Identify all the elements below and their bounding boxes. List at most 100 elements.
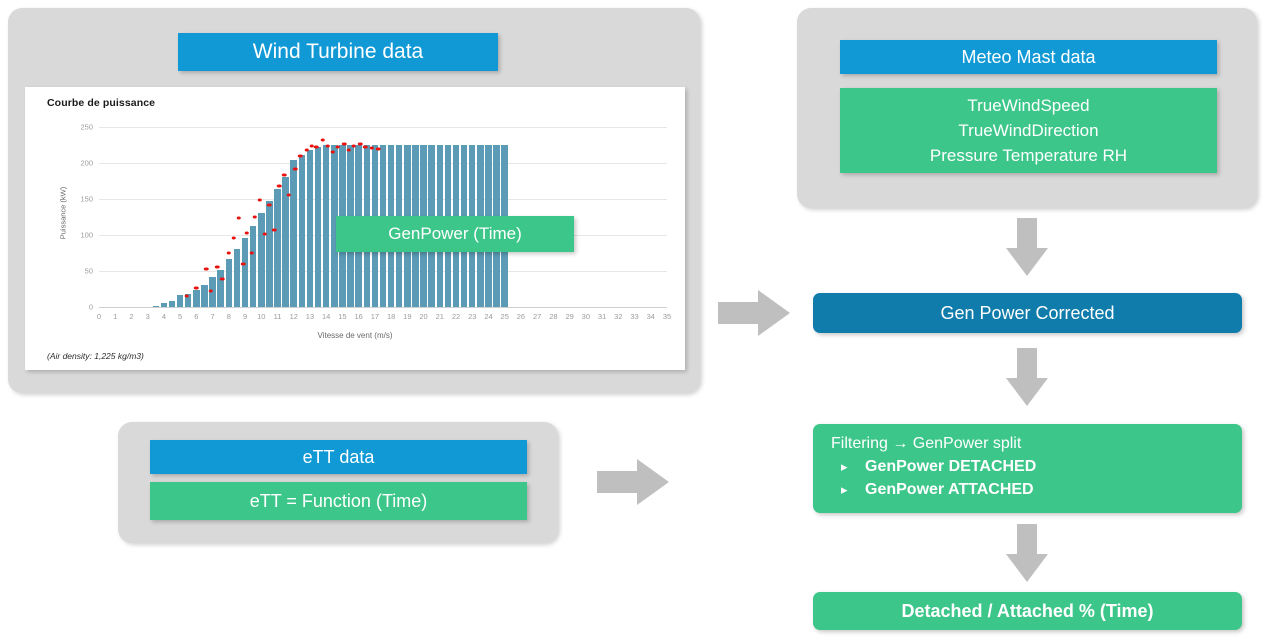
chart-y-tick-label: 0 bbox=[88, 302, 93, 312]
chart-x-tick-label: 27 bbox=[532, 312, 542, 321]
chart-bar bbox=[290, 159, 297, 307]
chart-x-tick-label: 1 bbox=[113, 312, 118, 321]
chart-bar bbox=[185, 294, 192, 307]
filtering-item-detached: ▸ GenPower DETACHED bbox=[841, 455, 1242, 478]
gen-power-corrected-box: Gen Power Corrected bbox=[813, 293, 1242, 333]
chart-x-tick-label: 26 bbox=[516, 312, 526, 321]
chart-scatter-point bbox=[236, 216, 241, 220]
chart-scatter-point bbox=[215, 265, 220, 269]
chart-scatter-point bbox=[309, 144, 314, 148]
chart-title: Courbe de puissance bbox=[47, 97, 156, 109]
chart-scatter-point bbox=[262, 232, 267, 236]
chart-bar bbox=[217, 269, 224, 307]
chart-bar bbox=[249, 225, 257, 307]
chart-y-tick-label: 100 bbox=[80, 230, 93, 240]
arrow-head bbox=[1006, 554, 1048, 582]
chart-scatter-point bbox=[244, 231, 249, 235]
chart-x-tick-label: 13 bbox=[305, 312, 315, 321]
arrow-head bbox=[1006, 378, 1048, 406]
chart-x-tick-label: 31 bbox=[597, 312, 607, 321]
chart-scatter-point bbox=[257, 198, 262, 202]
chart-scatter-point bbox=[272, 228, 277, 232]
meteo-mast-variables-box: TrueWindSpeed TrueWindDirection Pressure… bbox=[840, 88, 1217, 173]
arrow-down-icon-meteo-to-genpower bbox=[1006, 218, 1048, 276]
chart-x-tick-label: 34 bbox=[646, 312, 655, 321]
chart-y-tick-label: 50 bbox=[84, 266, 93, 276]
filtering-item-list: ▸ GenPower DETACHED ▸ GenPower ATTACHED bbox=[831, 455, 1242, 501]
chart-scatter-point bbox=[203, 267, 209, 271]
filtering-item-detached-label: GenPower DETACHED bbox=[865, 458, 1037, 475]
chart-x-tick-label: 3 bbox=[145, 312, 150, 321]
filtering-item-attached: ▸ GenPower ATTACHED bbox=[841, 478, 1242, 501]
chart-bar bbox=[152, 305, 160, 307]
chart-scatter-point bbox=[351, 144, 357, 148]
meteo-variable-true-wind-direction: TrueWindDirection bbox=[958, 121, 1099, 140]
chart-x-tick-label: 23 bbox=[468, 312, 477, 321]
chart-bar bbox=[160, 303, 168, 307]
genpower-time-box: GenPower (Time) bbox=[336, 216, 574, 252]
chart-scatter-point bbox=[320, 138, 326, 142]
chart-bar bbox=[274, 189, 281, 307]
chart-x-tick-label: 35 bbox=[662, 312, 672, 321]
chart-scatter-point bbox=[231, 236, 236, 240]
meteo-variable-true-wind-speed: TrueWindSpeed bbox=[967, 96, 1090, 115]
chart-bar bbox=[168, 300, 176, 307]
genpower-time-label: GenPower (Time) bbox=[388, 224, 522, 243]
wind-turbine-title-label: Wind Turbine data bbox=[252, 40, 424, 63]
detached-attached-percent-label: Detached / Attached % (Time) bbox=[901, 600, 1154, 621]
chart-scatter-point bbox=[293, 167, 298, 170]
chart-bar bbox=[258, 212, 265, 307]
meteo-variable-pressure-temperature-rh: Pressure Temperature RH bbox=[929, 146, 1128, 165]
chart-scatter-point bbox=[249, 251, 254, 255]
chart-x-tick-label: 12 bbox=[289, 312, 298, 321]
chart-x-axis-line bbox=[99, 307, 667, 308]
chart-x-tick-label: 21 bbox=[435, 312, 444, 321]
chart-x-tick-label: 25 bbox=[500, 312, 509, 321]
arrow-shaft bbox=[1017, 524, 1037, 555]
chart-bar bbox=[193, 289, 200, 307]
chart-bars bbox=[99, 119, 667, 307]
chart-scatter-point bbox=[252, 215, 258, 219]
chart-scatter-point bbox=[281, 173, 287, 177]
chart-x-tick-label: 4 bbox=[161, 312, 166, 321]
chart-x-tick-label: 0 bbox=[96, 312, 102, 321]
chart-scatter-point bbox=[346, 148, 352, 152]
chart-scatter-point bbox=[267, 203, 272, 207]
ett-title-label: eTT data bbox=[302, 446, 375, 467]
chart-bar bbox=[201, 284, 208, 307]
arrow-head bbox=[758, 290, 790, 336]
ett-function-label: eTT = Function (Time) bbox=[249, 490, 428, 511]
chart-scatter-point bbox=[375, 147, 381, 151]
chart-y-axis-label: Puissance (kW) bbox=[58, 186, 68, 240]
chart-scatter-point bbox=[304, 148, 309, 152]
arrow-right-icon-ett-to-filtering bbox=[597, 459, 669, 505]
chart-scatter-point bbox=[314, 145, 319, 149]
chart-x-tick-label: 32 bbox=[614, 312, 623, 321]
chart-x-tick-label: 10 bbox=[257, 312, 266, 321]
chart-x-tick-label: 6 bbox=[194, 312, 199, 321]
filtering-heading: Filtering → GenPower split bbox=[831, 435, 1022, 452]
chart-x-tick-label: 22 bbox=[451, 312, 461, 321]
caret-icon: ▸ bbox=[841, 482, 848, 497]
chart-x-tick-label: 14 bbox=[322, 312, 331, 321]
chart-x-tick-label: 29 bbox=[565, 312, 574, 321]
chart-scatter-point bbox=[220, 277, 225, 281]
chart-scatter-point bbox=[369, 146, 374, 150]
chart-y-tick-label: 150 bbox=[80, 194, 93, 204]
chart-x-axis-label: Vitesse de vent (m/s) bbox=[317, 331, 393, 340]
chart-air-density-note: (Air density: 1,225 kg/m3) bbox=[47, 351, 144, 361]
chart-y-tick-label: 250 bbox=[80, 122, 93, 132]
chart-bar bbox=[298, 154, 306, 307]
arrow-head bbox=[637, 459, 669, 505]
chart-scatter-point bbox=[286, 193, 292, 197]
chart-scatter-point bbox=[241, 262, 246, 266]
chart-bar bbox=[225, 258, 233, 307]
chart-scatter-point bbox=[325, 144, 331, 148]
filtering-item-attached-label: GenPower ATTACHED bbox=[865, 481, 1034, 498]
chart-x-tick-label: 20 bbox=[419, 312, 428, 321]
arrow-shaft bbox=[718, 302, 760, 324]
chart-x-tick-label: 24 bbox=[484, 312, 493, 321]
arrow-shaft bbox=[1017, 348, 1037, 379]
